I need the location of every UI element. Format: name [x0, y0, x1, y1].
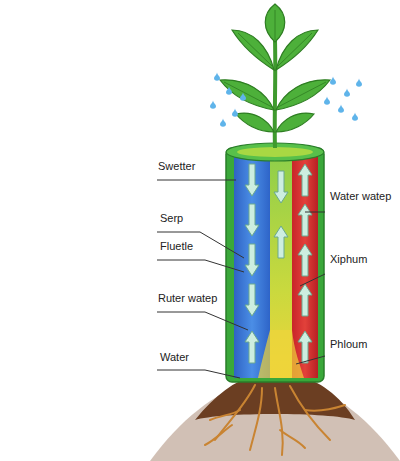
- part-label: Phloum: [330, 338, 367, 351]
- part-label: Water watep: [330, 190, 391, 203]
- part-label: Xiphum: [330, 253, 367, 266]
- part-label: Fluetle: [160, 240, 193, 253]
- part-label: Swetter: [158, 160, 195, 173]
- part-label: Ruter watep: [158, 292, 217, 305]
- part-label: Water: [160, 351, 189, 364]
- part-label: Serp: [160, 212, 183, 225]
